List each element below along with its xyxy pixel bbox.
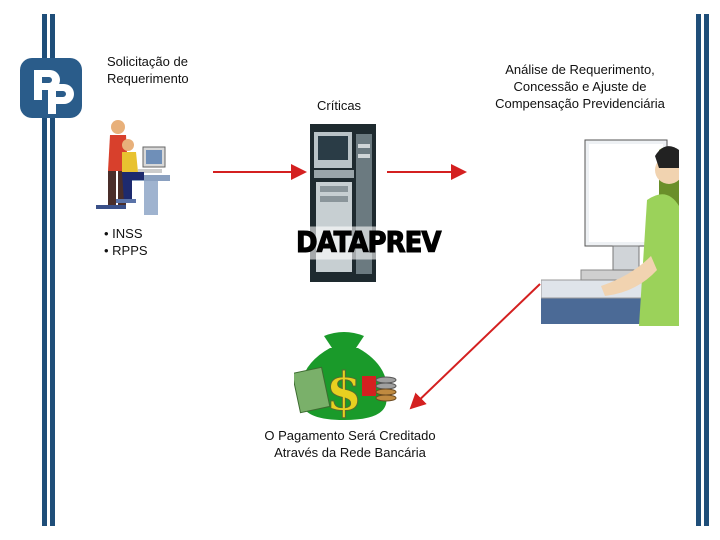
svg-text:$: $ xyxy=(326,362,362,422)
entity-inss: • INSS xyxy=(104,226,143,241)
entities-list: • INSS • RPPS xyxy=(104,225,148,259)
analysis-label-line3: Compensação Previdenciária xyxy=(495,96,665,111)
payment-label: O Pagamento Será Creditado Através da Re… xyxy=(240,427,460,461)
request-label-line2: Requerimento xyxy=(107,71,189,86)
request-label-line1: Solicitação de xyxy=(107,54,188,69)
pp-logo xyxy=(20,58,82,118)
people-computer-illustration xyxy=(88,117,173,217)
left-border-bar-1 xyxy=(42,14,47,526)
criticas-label: Críticas xyxy=(317,98,362,113)
analyst-computer-illustration xyxy=(541,130,679,326)
analysis-label: Análise de Requerimento, Concessão e Aju… xyxy=(470,61,690,112)
request-label: Solicitação de Requerimento xyxy=(107,53,189,87)
payment-label-line2: Através da Rede Bancária xyxy=(274,445,426,460)
payment-label-line1: O Pagamento Será Creditado xyxy=(264,428,436,443)
money-bag-illustration: $ xyxy=(294,330,404,422)
analysis-label-line1: Análise de Requerimento, xyxy=(505,62,655,77)
entity-rpps: • RPPS xyxy=(104,243,148,258)
right-border-bar-2 xyxy=(704,14,709,526)
arrow-analysis-to-payment xyxy=(409,283,541,410)
analysis-label-line2: Concessão e Ajuste de xyxy=(513,79,647,94)
left-border-bar-2 xyxy=(50,14,55,526)
right-border-bar-1 xyxy=(696,14,701,526)
dataprev-label: DATAPREV xyxy=(295,226,441,260)
